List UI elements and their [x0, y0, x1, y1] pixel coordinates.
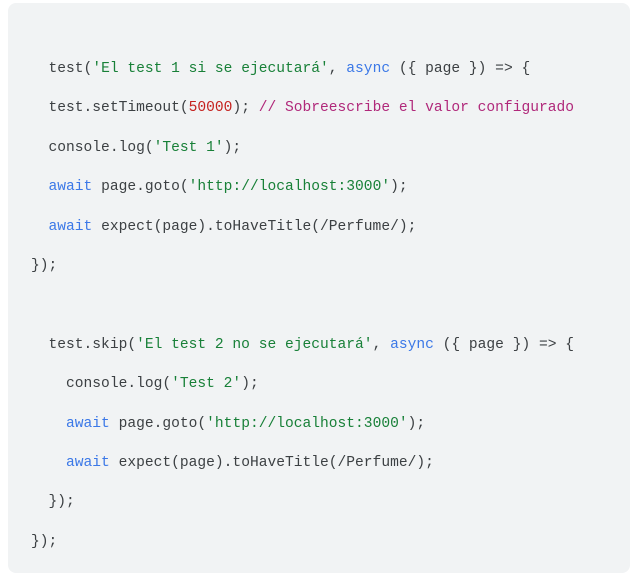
- code-text: );: [407, 415, 426, 432]
- code-line: });: [31, 247, 574, 286]
- code-line: console.log('Test 1');: [31, 129, 574, 168]
- code-text: page.goto(: [92, 179, 189, 196]
- code-line: [31, 286, 574, 325]
- code-text: test.skip(: [31, 336, 137, 353]
- code-line: test('El test 1 si se ejecutará', async …: [31, 50, 574, 89]
- code-line: test.skip('El test 2 no se ejecutará', a…: [31, 326, 575, 365]
- keyword: await: [31, 454, 110, 471]
- keyword: await: [31, 218, 93, 235]
- code-line: await expect(page).toHaveTitle(/Perfume/…: [31, 208, 574, 247]
- number-literal: 50000: [188, 100, 233, 117]
- code-text: );: [390, 179, 408, 196]
- code-line: await page.goto('http://localhost:3000')…: [31, 168, 574, 207]
- code-text: );: [241, 376, 259, 393]
- code-line: });: [31, 483, 574, 522]
- string-literal: 'http://localhost:3000': [188, 179, 391, 196]
- code-text: });: [31, 533, 58, 550]
- code-text: ,: [328, 61, 347, 77]
- code-text: page.goto(: [109, 415, 207, 432]
- keyword: await: [31, 179, 93, 196]
- code-line: await expect(page).toHaveTitle(/Perfume/…: [31, 444, 574, 483]
- code-text: test.setTimeout(: [31, 100, 189, 117]
- code-content: test('El test 1 si se ejecutará', async …: [31, 50, 574, 562]
- code-block: test('El test 1 si se ejecutará', async …: [8, 3, 630, 573]
- code-text: ,: [372, 336, 391, 353]
- code-line: await page.goto('http://localhost:3000')…: [31, 405, 574, 444]
- comment: // Sobreescribe el valor configurado: [258, 100, 574, 117]
- code-text: });: [31, 257, 58, 274]
- code-line: console.log('Test 2');: [31, 365, 574, 404]
- code-text: console.log(: [31, 376, 172, 393]
- keyword: async: [346, 61, 391, 77]
- code-line: test.setTimeout(50000); // Sobreescribe …: [31, 89, 575, 128]
- code-text: });: [31, 494, 75, 511]
- keyword: async: [390, 336, 434, 353]
- keyword: await: [31, 415, 110, 432]
- string-literal: 'http://localhost:3000': [206, 415, 408, 432]
- string-literal: 'El test 1 si se ejecutará': [92, 61, 329, 77]
- string-literal: 'El test 2 no se ejecutará': [136, 336, 373, 353]
- code-text: console.log(: [31, 139, 154, 156]
- code-text: ({ page }) => {: [390, 61, 531, 77]
- code-text: ({ page }) => {: [433, 336, 574, 353]
- code-text: expect(page).toHaveTitle(/Perfume/);: [109, 454, 434, 471]
- code-text: test(: [31, 61, 93, 77]
- string-literal: 'Test 1': [153, 139, 224, 156]
- code-line: });: [31, 523, 574, 562]
- string-literal: 'Test 2': [171, 376, 242, 393]
- code-text: expect(page).toHaveTitle(/Perfume/);: [92, 218, 417, 235]
- code-text: );: [232, 100, 259, 117]
- code-text: );: [223, 139, 242, 156]
